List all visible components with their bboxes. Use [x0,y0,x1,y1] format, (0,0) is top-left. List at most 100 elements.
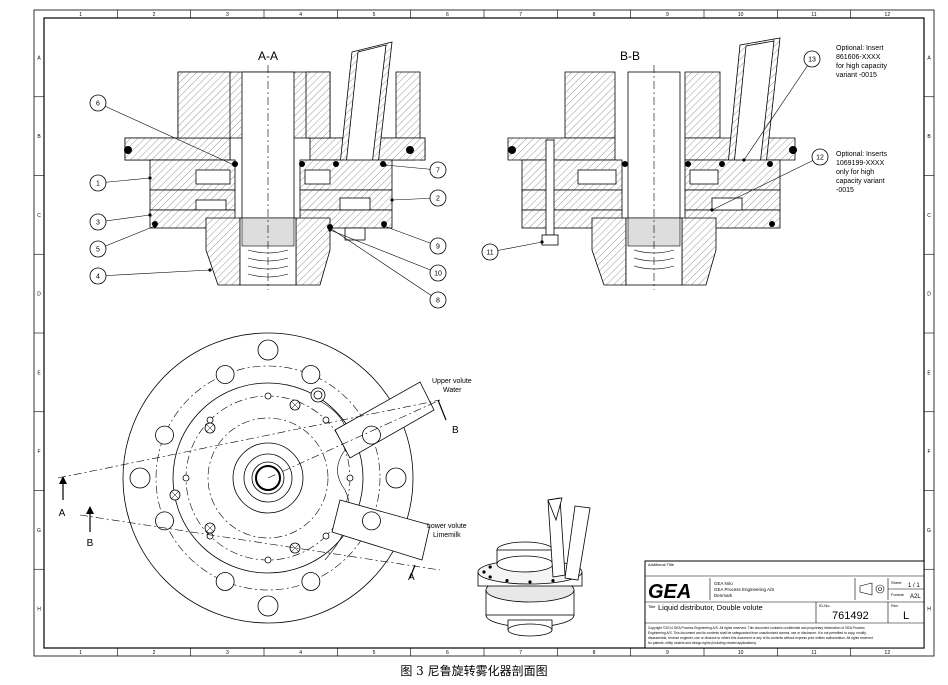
border-col-label-top: 4 [299,12,302,18]
callout-bubble [89,174,107,192]
note-line: Upper volute [432,378,472,385]
copyright-line-2: Engineering A/S. This document and its c… [648,631,867,635]
callout-number: 1 [96,181,100,188]
company-line-1: GEA Niro [714,581,733,586]
callout-number: 12 [816,155,824,162]
callout-number: 6 [96,101,100,108]
border-row-label-left: D [37,292,41,298]
border-col-label-top: 7 [519,12,522,18]
border-col-label-top: 9 [666,12,669,18]
border-row-label-left: G [37,528,41,534]
note-line: -0015 [836,187,854,194]
callout-bubble [481,243,499,261]
callout-bubble [89,240,107,258]
note-line: variant -0015 [836,72,877,79]
drawing-title: Liquid distributor, Double volute [658,603,763,612]
note-line: 861606-XXXX [836,54,881,61]
border-col-label-bottom: 11 [811,650,816,656]
section-aa-title: A-A [258,49,278,63]
note-line: Lower volute [427,523,467,530]
section-aa: A-A [89,41,447,309]
copyright-line-3: disassemble, reverse engineer, use or di… [648,636,873,640]
section-bb-title: B-B [620,49,640,63]
section-bb: B-B 11 12 13 [481,37,887,290]
border-row-label-right: H [927,607,931,613]
border-col-label-top: 12 [885,12,891,18]
border-row-label-left: C [37,213,41,219]
border-col-label-top: 11 [811,12,816,18]
format-label: Format [891,592,905,597]
rev-label: Rev [891,603,898,608]
border-row-label-left: E [37,370,41,376]
callout-number: 4 [96,274,100,281]
callout-number: 3 [96,220,100,227]
plan-section-a-right: A [408,572,415,583]
callout-bubble [429,189,447,207]
border-col-label-bottom: 9 [666,650,669,656]
callout-bubble [429,264,447,282]
note-line: only for high [836,169,874,176]
gea-logo: GEA [648,581,691,603]
border-col-label-bottom: 5 [373,650,376,656]
callout-number: 10 [434,271,442,278]
sheet-value: 1 / 1 [908,583,920,589]
note-line: Limemilk [433,532,461,539]
border-col-label-bottom: 1 [79,650,82,656]
border-row-label-right: F [927,449,930,455]
border-col-label-top: 1 [79,12,82,18]
note-line: capacity variant [836,178,885,185]
note-line: Optional: Inserts [836,151,887,158]
company-line-2: GEA Process Engineering A/S [714,587,774,592]
border-col-label-bottom: 10 [738,650,744,656]
note-line: for high capacity [836,63,887,70]
callout-number: 8 [436,298,440,305]
border-col-label-bottom: 3 [226,650,229,656]
plan-section-b-left: B [87,538,94,549]
border-col-label-bottom: 7 [519,650,522,656]
border-col-label-bottom: 6 [446,650,449,656]
border-row-label-right: D [927,292,931,298]
callout-number: 2 [436,196,440,203]
callout-number: 9 [436,244,440,251]
note-line: Optional: Insert [836,45,884,52]
border-row-label-right: C [927,213,931,219]
id-label: ID-No. [819,603,831,608]
border-row-label-right: G [927,528,931,534]
border-col-label-bottom: 12 [885,650,891,656]
callout-bubble [429,161,447,179]
callout-number: 11 [486,250,493,257]
border-col-label-top: 8 [593,12,596,18]
sheet-label: Sheet [891,580,902,585]
id-value: 761492 [832,610,869,622]
additional-title-label: Additional Title [648,562,675,567]
callout-bubble [803,50,821,68]
format-value: A2L [910,594,921,600]
border-col-label-top: 5 [373,12,376,18]
callout-bubble [811,148,829,166]
border-col-label-bottom: 8 [593,650,596,656]
border-row-label-left: F [37,449,40,455]
border-row-label-left: A [37,55,41,61]
rev-value: L [903,610,909,622]
border-col-label-top: 2 [153,12,156,18]
figure-caption: 图 3 尼鲁旋转雾化器剖面图 [400,664,548,678]
callout-number: 13 [808,57,816,64]
title-block: Additional Title GEA GEA Niro GEA Proces… [644,560,925,649]
callout-bubble [429,291,447,309]
border-col-label-bottom: 4 [299,650,302,656]
border-row-label-left: B [37,134,41,140]
copyright-line-1: Copyright ©2014 GEA Process Engineering … [648,626,865,630]
callout-number: 7 [436,168,440,175]
border-col-label-bottom: 2 [153,650,156,656]
plan-section-a-left: A [59,508,66,519]
callout-bubble [89,94,107,112]
border-col-label-top: 6 [446,12,449,18]
note-line: Water [443,387,462,394]
border-row-label-right: B [927,134,931,140]
title-label: Title [648,604,656,609]
plan-section-b-right: B [452,425,459,436]
callout-bubble [89,213,107,231]
